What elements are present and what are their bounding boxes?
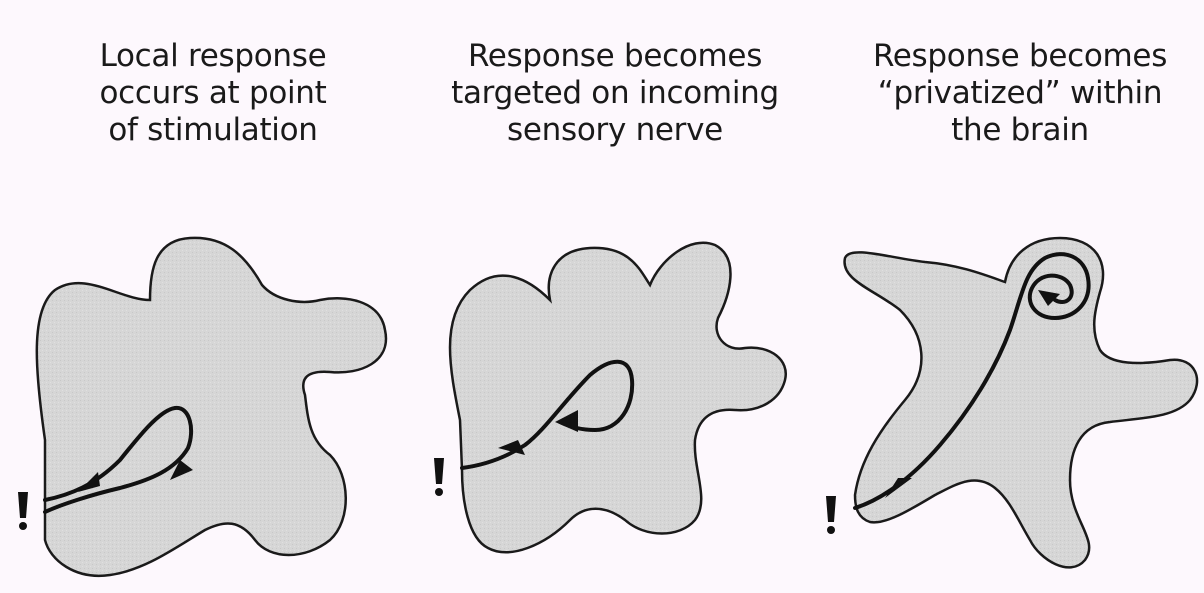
organism-blob-1 [37,238,386,576]
organism-blob-3 [845,238,1198,567]
panel-3-diagram [826,238,1197,567]
organism-blob-2 [450,243,786,552]
stimulus-exclamation-icon [434,458,444,496]
stimulus-exclamation-icon [18,492,28,530]
stimulus-exclamation-icon [826,496,836,534]
panel-1-diagram [18,238,386,576]
panel-2-diagram [434,243,786,552]
